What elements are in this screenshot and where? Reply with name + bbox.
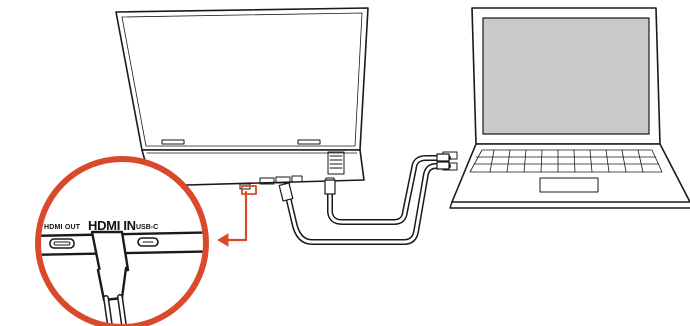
laptop-keyboard: [469, 149, 663, 173]
hdmi-out-port: [49, 238, 75, 249]
hdmi-out-label: HDMI OUT: [44, 224, 81, 231]
hdmi-in-label: HDMI IN: [88, 218, 136, 233]
usb-c-port: [137, 237, 159, 247]
hdmi-plug: [90, 230, 130, 324]
monitor-screen: [115, 7, 369, 151]
usb-c-label: USB-C: [136, 224, 159, 231]
usb-c-cable: [327, 155, 451, 225]
laptop-touchpad: [539, 177, 599, 193]
hdmi-cable: [283, 163, 451, 245]
magnified-port-callout: [35, 156, 209, 326]
laptop-illustration: [442, 7, 690, 209]
monitor-vent: [327, 151, 345, 175]
red-arrow-pointing-left: [217, 185, 257, 247]
cable-plugs: [278, 153, 450, 202]
laptop-base: [451, 143, 690, 203]
portable-monitor-illustration: [115, 7, 369, 190]
